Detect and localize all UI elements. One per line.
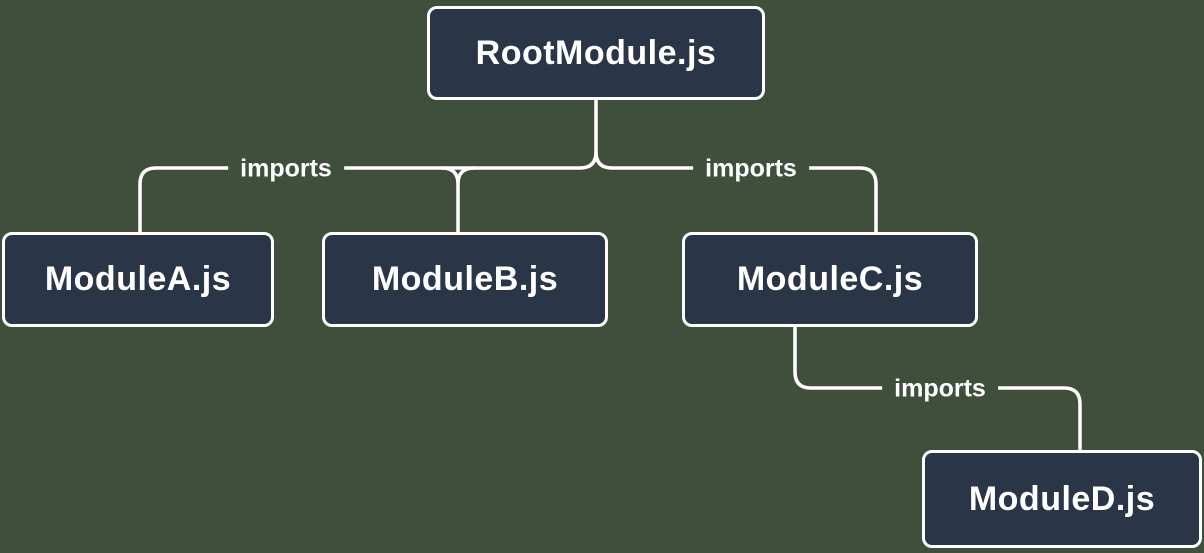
node-label: ModuleD.js bbox=[968, 479, 1156, 518]
edge-label-imports-bottom: imports bbox=[882, 372, 998, 406]
node-module-b: ModuleB.js bbox=[322, 232, 608, 327]
node-rootmodule: RootModule.js bbox=[427, 6, 765, 100]
node-module-a: ModuleA.js bbox=[2, 232, 274, 327]
node-module-d: ModuleD.js bbox=[922, 450, 1202, 548]
node-label: ModuleC.js bbox=[736, 260, 924, 298]
edge-root-to-module-a bbox=[138, 98, 598, 234]
edge-root-to-module-b bbox=[440, 166, 476, 234]
edge-label-imports-left: imports bbox=[228, 152, 344, 186]
node-label: ModuleA.js bbox=[44, 260, 232, 298]
node-label: RootModule.js bbox=[475, 33, 717, 72]
edge-root-to-module-c bbox=[594, 150, 878, 234]
node-label: ModuleB.js bbox=[371, 260, 559, 298]
edge-label-imports-right: imports bbox=[693, 152, 809, 186]
node-module-c: ModuleC.js bbox=[682, 232, 978, 327]
